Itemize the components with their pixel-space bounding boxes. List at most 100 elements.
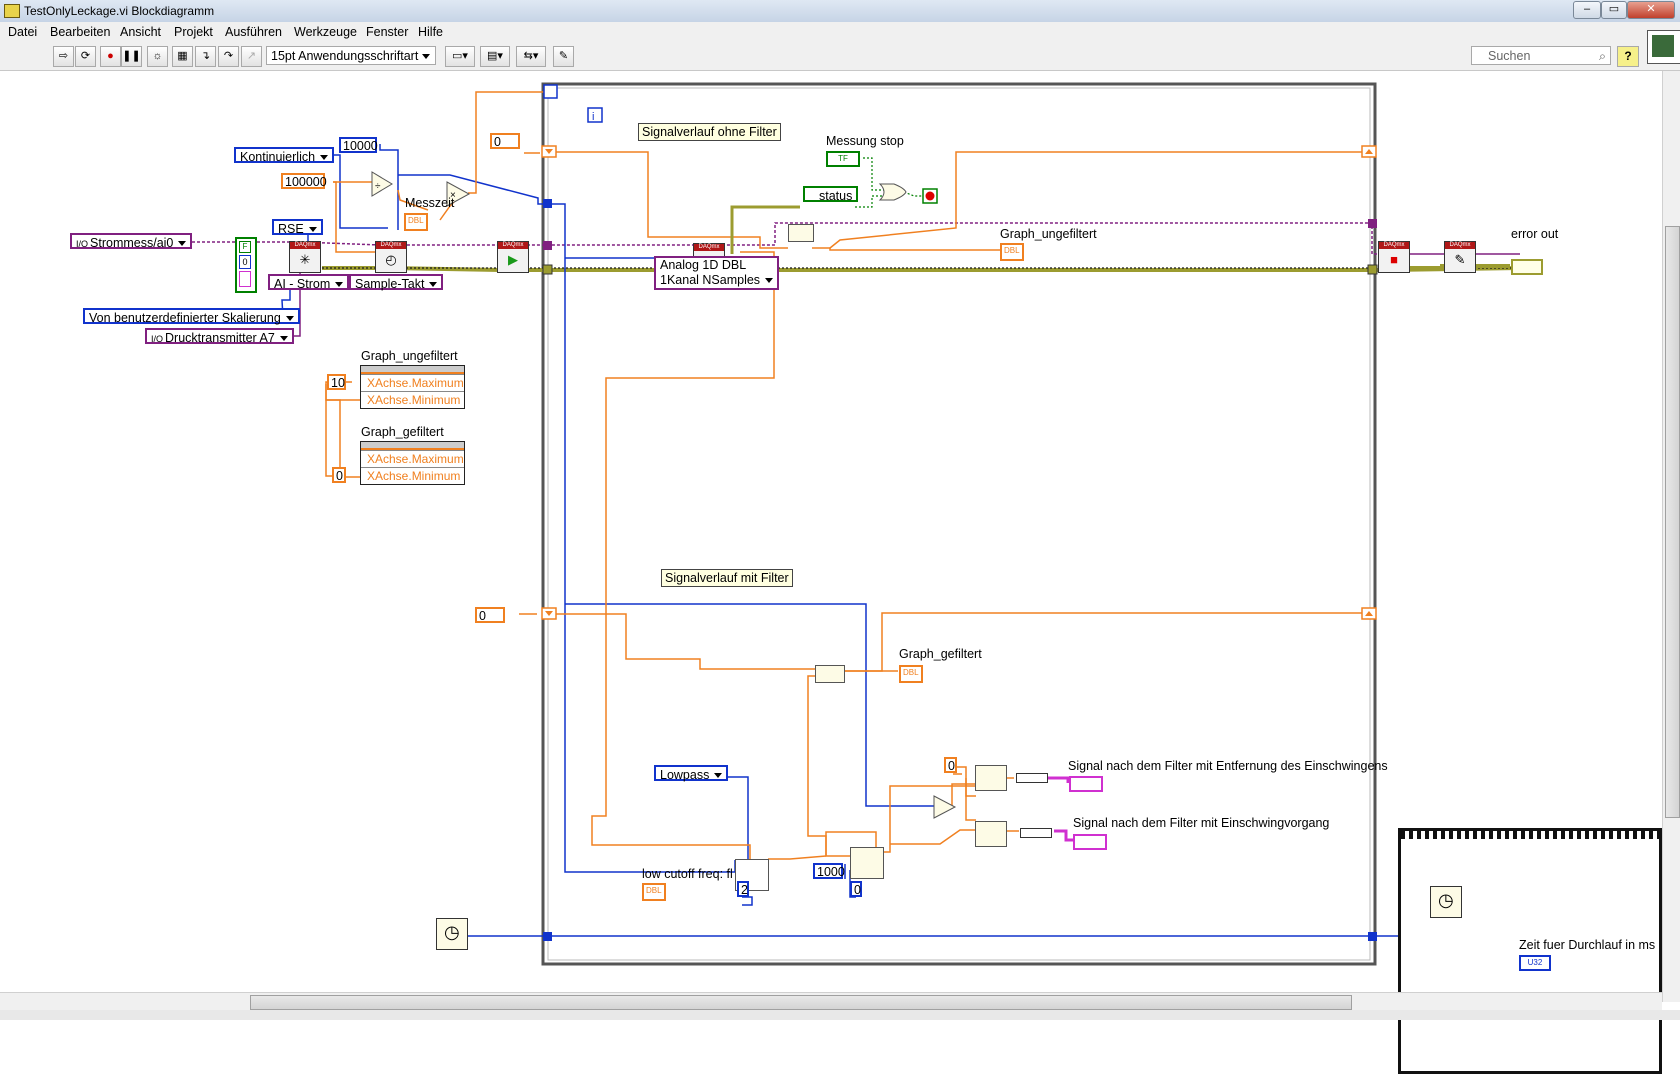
step-into-icon[interactable]: ↴ — [195, 46, 216, 67]
tick-count-vi-2[interactable]: ◷ — [1430, 886, 1462, 918]
filter-type-ring[interactable]: Lowpass — [654, 765, 728, 781]
window-title: TestOnlyLeckage.vi Blockdiagramm — [24, 4, 214, 18]
chevron-down-icon — [429, 282, 437, 287]
build-waveform-node-2[interactable] — [815, 665, 845, 683]
array-subset-node-1[interactable] — [975, 765, 1007, 791]
constant-0[interactable]: 0 — [332, 467, 346, 483]
graph-ungefiltert-terminal[interactable]: DBL — [1000, 243, 1024, 261]
scaling-units-ring[interactable]: Von benutzerdefinierter Skalierung — [83, 308, 300, 324]
graph-ungefiltert-property-node[interactable]: XAchse.Maximum XAchse.Minimum — [360, 365, 465, 409]
daqmx-clear-task-vi[interactable]: DAQmx✎ — [1444, 241, 1476, 273]
pause-icon[interactable]: ❚❚ — [121, 46, 142, 67]
channel-icon: ✳ — [294, 252, 316, 268]
close-button[interactable]: ✕ — [1627, 1, 1675, 19]
menu-datei[interactable]: Datei — [8, 25, 37, 39]
xachse-maximum-row[interactable]: XAchse.Maximum — [361, 450, 464, 467]
step-over-icon[interactable]: ↷ — [218, 46, 239, 67]
menu-ansicht[interactable]: Ansicht — [120, 25, 161, 39]
constant-2[interactable]: 2 — [737, 881, 749, 897]
tick-count-vi[interactable]: ◷ — [436, 918, 468, 950]
pn2-label: Graph_gefiltert — [361, 425, 444, 439]
daqmx-header: DAQmx — [376, 242, 406, 249]
bool-false-constant: F — [239, 241, 251, 253]
font-selector[interactable]: 15pt Anwendungsschriftart — [266, 46, 436, 65]
constant-1000[interactable]: 1000 — [813, 863, 843, 879]
sample-takt-polymorphic[interactable]: Sample-Takt — [349, 274, 443, 290]
constant-100000[interactable]: 100000 — [281, 173, 325, 189]
signal-einschwing-terminal[interactable] — [1073, 834, 1107, 850]
constant-10[interactable]: 10 — [327, 374, 346, 390]
physical-channel-control[interactable]: I/OStrommess/ai0 — [70, 233, 192, 249]
search-icon: ⌕ — [1599, 47, 1606, 66]
menu-projekt[interactable]: Projekt — [174, 25, 213, 39]
io-icon: I/O — [76, 239, 88, 249]
menu-bearbeiten[interactable]: Bearbeiten — [50, 25, 110, 39]
zeit-terminal[interactable]: U32 — [1519, 955, 1551, 971]
reorder-icon[interactable]: ⇆▾ — [516, 46, 546, 67]
shift-register-init-2[interactable]: 0 — [475, 607, 505, 623]
xachse-maximum-row[interactable]: XAchse.Maximum — [361, 374, 464, 391]
highlight-execution-icon[interactable]: ☼ — [147, 46, 168, 67]
search-placeholder: Suchen — [1488, 49, 1530, 63]
sample-mode-ring[interactable]: Kontinuierlich — [234, 147, 334, 163]
align-objects-icon[interactable]: ▭▾ — [445, 46, 475, 67]
bool-array-control[interactable]: F 0 — [235, 237, 257, 293]
terminal-config-ring[interactable]: RSE — [272, 219, 323, 235]
step-out-icon[interactable]: ↗ — [241, 46, 262, 67]
xachse-minimum-row[interactable]: XAchse.Minimum — [361, 467, 464, 484]
horizontal-scroll-thumb[interactable] — [250, 995, 1352, 1010]
status-unbundle[interactable]: status — [803, 186, 858, 202]
array-subset-node-2[interactable] — [975, 821, 1007, 847]
xachse-minimum-row[interactable]: XAchse.Minimum — [361, 391, 464, 408]
daqmx-create-channel-vi[interactable]: DAQmx✳ — [289, 241, 321, 273]
menu-ausfuehren[interactable]: Ausführen — [225, 25, 282, 39]
run-icon[interactable]: ⇨ — [53, 46, 74, 67]
vertical-scroll-thumb[interactable] — [1665, 226, 1680, 818]
io-icon: I/O — [151, 334, 163, 344]
minimize-button[interactable]: – — [1573, 1, 1601, 19]
waveform-to-dynamic-2[interactable] — [1020, 828, 1052, 838]
block-diagram-canvas[interactable]: i ÷ × Kontinuierlich 10000 100000 Messze… — [0, 71, 1662, 1002]
graph-gefiltert-property-node[interactable]: XAchse.Maximum XAchse.Minimum — [360, 441, 465, 485]
messzeit-label: Messzeit — [405, 196, 454, 210]
maximize-button[interactable]: ▭ — [1601, 1, 1627, 19]
vertical-scrollbar[interactable] — [1662, 71, 1680, 1002]
daqmx-timing-vi[interactable]: DAQmx◴ — [375, 241, 407, 273]
help-icon[interactable]: ? — [1617, 46, 1639, 67]
chevron-down-icon — [765, 278, 773, 283]
read-polymorphic-selector[interactable]: Analog 1D DBL 1Kanal NSamples — [654, 256, 779, 290]
messzeit-control[interactable]: DBL — [404, 213, 428, 231]
horizontal-scrollbar[interactable] — [0, 992, 1662, 1011]
menu-fenster[interactable]: Fenster — [366, 25, 408, 39]
constant-0-offset[interactable]: 0 — [944, 757, 957, 773]
daqmx-header: DAQmx — [498, 242, 528, 249]
ai-strom-polymorphic[interactable]: AI - Strom — [268, 274, 349, 290]
menu-hilfe[interactable]: Hilfe — [418, 25, 443, 39]
constant-10000[interactable]: 10000 — [339, 137, 377, 153]
constant-0-index[interactable]: 0 — [850, 881, 862, 897]
menu-werkzeuge[interactable]: Werkzeuge — [294, 25, 357, 39]
messung-stop-label: Messung stop — [826, 134, 904, 148]
retain-wire-values-icon[interactable]: ▦ — [172, 46, 193, 67]
graph-gefiltert-terminal[interactable]: DBL — [899, 665, 923, 683]
vi-connector-icon[interactable] — [1647, 30, 1680, 64]
messung-stop-terminal[interactable]: TF — [826, 151, 860, 167]
distribute-objects-icon[interactable]: ▤▾ — [480, 46, 510, 67]
signal-entfernung-terminal[interactable] — [1069, 776, 1103, 792]
zeit-label: Zeit fuer Durchlauf in ms — [1519, 938, 1655, 952]
bool-index[interactable]: 0 — [239, 255, 251, 269]
run-continuously-icon[interactable]: ⟳ — [75, 46, 96, 67]
waveform-to-dynamic-1[interactable] — [1016, 773, 1048, 783]
build-waveform-node-1[interactable] — [788, 224, 814, 242]
status-label: status — [819, 189, 852, 203]
abort-icon[interactable]: ● — [100, 46, 121, 67]
cleanup-diagram-icon[interactable]: ✎ — [553, 46, 574, 67]
custom-scale-control[interactable]: I/ODrucktransmitter A7 — [145, 328, 294, 344]
error-out-terminal[interactable] — [1511, 259, 1543, 275]
shift-register-init-1[interactable]: 0 — [490, 133, 520, 149]
low-cutoff-control[interactable]: DBL — [642, 883, 666, 901]
daqmx-start-task-vi[interactable]: DAQmx▶ — [497, 241, 529, 273]
array-subset-node-3[interactable] — [850, 847, 884, 879]
search-input[interactable]: Suchen ⌕ — [1471, 46, 1611, 65]
daqmx-stop-task-vi[interactable]: DAQmx■ — [1378, 241, 1410, 273]
